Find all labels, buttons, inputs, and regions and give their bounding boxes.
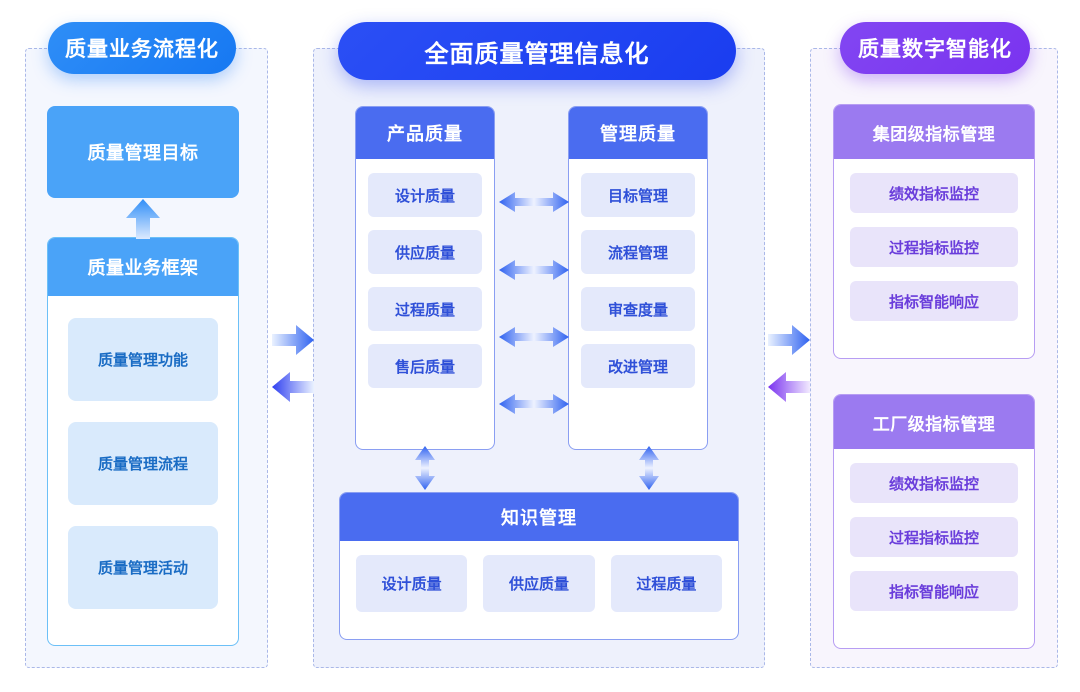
group-kpi-header: 集团级指标管理 <box>834 105 1034 159</box>
factory-kpi-header: 工厂级指标管理 <box>834 395 1034 449</box>
framework-card-body: 质量管理功能 质量管理流程 质量管理活动 <box>48 296 238 631</box>
list-item[interactable]: 质量管理流程 <box>68 422 218 505</box>
arrow-left-right-icon <box>499 190 569 214</box>
product-quality-header: 产品质量 <box>356 107 494 159</box>
list-item[interactable]: 绩效指标监控 <box>850 463 1018 503</box>
list-item[interactable]: 指标智能响应 <box>850 571 1018 611</box>
list-item[interactable]: 过程质量 <box>368 287 482 331</box>
list-item[interactable]: 过程指标监控 <box>850 227 1018 267</box>
arrow-left-right-icon <box>499 392 569 416</box>
list-item[interactable]: 改进管理 <box>581 344 695 388</box>
knowledge-management-header: 知识管理 <box>340 493 738 541</box>
product-quality-card: 产品质量 设计质量 供应质量 过程质量 售后质量 <box>355 106 495 450</box>
center-to-right-arrow-right-icon <box>768 325 810 360</box>
arrow-left-right-icon <box>499 325 569 349</box>
arrow-up-down-icon <box>637 446 661 490</box>
group-kpi-management-card: 集团级指标管理 绩效指标监控 过程指标监控 指标智能响应 <box>833 104 1035 359</box>
arrow-up-down-icon <box>413 446 437 490</box>
knowledge-management-body: 设计质量 供应质量 过程质量 <box>340 541 738 626</box>
left-to-center-arrow-right-icon <box>272 325 314 360</box>
list-item[interactable]: 质量管理功能 <box>68 318 218 401</box>
arrow-left-right-icon <box>499 258 569 282</box>
list-item[interactable]: 售后质量 <box>368 344 482 388</box>
product-quality-body: 设计质量 供应质量 过程质量 售后质量 <box>356 159 494 402</box>
framework-card-header: 质量业务框架 <box>48 238 238 296</box>
list-item[interactable]: 过程指标监控 <box>850 517 1018 557</box>
list-item[interactable]: 指标智能响应 <box>850 281 1018 321</box>
right-panel-title: 质量数字智能化 <box>840 22 1030 74</box>
list-item[interactable]: 目标管理 <box>581 173 695 217</box>
management-quality-body: 目标管理 流程管理 审查度量 改进管理 <box>569 159 707 402</box>
left-panel-title: 质量业务流程化 <box>48 22 236 74</box>
list-item[interactable]: 质量管理活动 <box>68 526 218 609</box>
group-kpi-body: 绩效指标监控 过程指标监控 指标智能响应 <box>834 159 1034 335</box>
list-item[interactable]: 审查度量 <box>581 287 695 331</box>
management-quality-card: 管理质量 目标管理 流程管理 审查度量 改进管理 <box>568 106 708 450</box>
quality-management-goal-box[interactable]: 质量管理目标 <box>47 106 239 198</box>
list-item[interactable]: 供应质量 <box>368 230 482 274</box>
list-item[interactable]: 过程质量 <box>610 555 722 612</box>
list-item[interactable]: 流程管理 <box>581 230 695 274</box>
factory-kpi-body: 绩效指标监控 过程指标监控 指标智能响应 <box>834 449 1034 625</box>
list-item[interactable]: 设计质量 <box>356 555 468 612</box>
quality-business-framework-card: 质量业务框架 质量管理功能 质量管理流程 质量管理活动 <box>47 237 239 646</box>
list-item[interactable]: 供应质量 <box>483 555 595 612</box>
center-panel-title: 全面质量管理信息化 <box>338 22 736 80</box>
list-item[interactable]: 绩效指标监控 <box>850 173 1018 213</box>
framework-to-goal-arrow <box>124 199 162 239</box>
center-to-left-arrow-left-icon <box>272 372 314 407</box>
right-to-center-arrow-left-icon <box>768 372 810 407</box>
factory-kpi-management-card: 工厂级指标管理 绩效指标监控 过程指标监控 指标智能响应 <box>833 394 1035 649</box>
list-item[interactable]: 设计质量 <box>368 173 482 217</box>
quality-management-goal-label: 质量管理目标 <box>87 143 199 163</box>
knowledge-management-card: 知识管理 设计质量 供应质量 过程质量 <box>339 492 739 640</box>
management-quality-header: 管理质量 <box>569 107 707 159</box>
